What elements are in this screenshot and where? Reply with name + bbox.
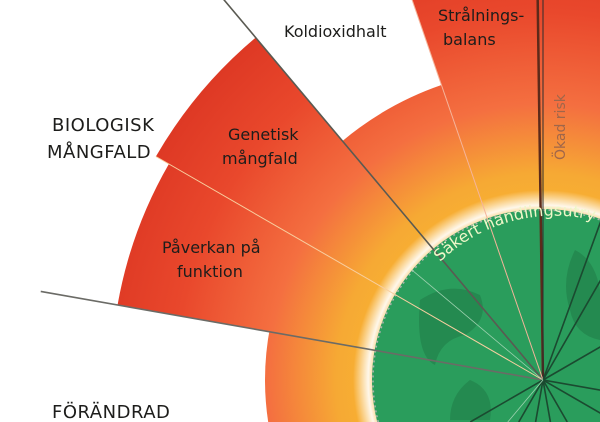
label-function-2: funktion (177, 262, 243, 281)
label-radiation-2: balans (443, 30, 496, 49)
label-genetic-1: Genetisk (228, 125, 299, 144)
divider-line (40, 290, 544, 381)
divider-line (411, 0, 544, 381)
divider-line (223, 0, 544, 381)
safe-boundary (372, 209, 600, 422)
category-biodiversity-1: BIOLOGISK (52, 115, 155, 136)
category-biodiversity-2: MÅNGFALD (47, 141, 151, 163)
label-radiation-1: Strålnings- (438, 6, 524, 25)
globe-spoke (542, 379, 552, 422)
globe-spoke (469, 379, 544, 422)
globe-spoke (542, 279, 600, 381)
globe-spoke (411, 269, 544, 381)
category-bottom-partial: FÖRÄNDRAD (52, 401, 170, 422)
globe-spoke (542, 379, 568, 422)
globe-spoke (542, 379, 600, 414)
label-increased-risk: Ökad risk (551, 93, 569, 160)
globe-spoke (518, 379, 544, 422)
globe-spoke (542, 346, 600, 381)
globe-spoke (534, 379, 544, 422)
label-function-1: Påverkan på (162, 238, 261, 257)
globe-spoke (542, 221, 600, 381)
label-co2: Koldioxidhalt (284, 22, 387, 41)
divider-line (155, 156, 544, 381)
globe-spoke (507, 379, 544, 422)
divider-line (536, 0, 545, 381)
globe-spoke (542, 379, 600, 391)
label-genetic-2: mångfald (222, 149, 298, 168)
